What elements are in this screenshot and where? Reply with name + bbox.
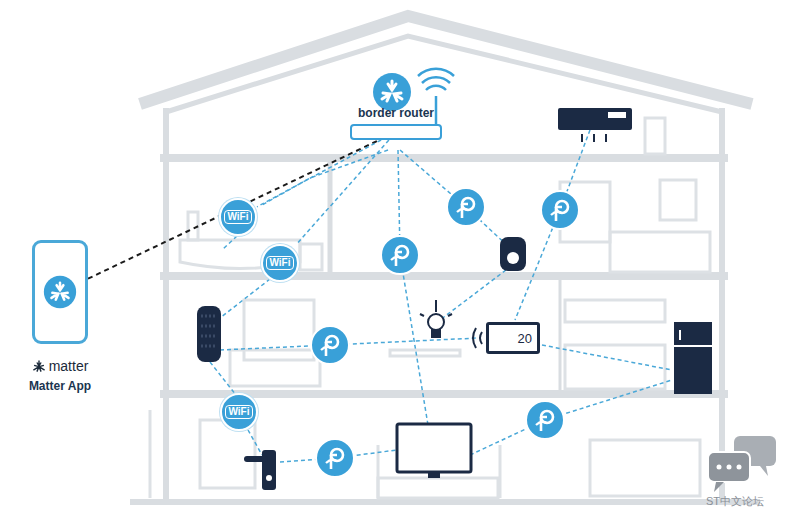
wifi-node: WiFi — [220, 393, 258, 431]
router-box — [350, 124, 442, 140]
network-link — [257, 140, 381, 207]
refrigerator — [674, 322, 712, 394]
light-bulb — [420, 300, 452, 337]
wifi-node: WiFi — [261, 244, 299, 282]
house-structure — [130, 16, 760, 502]
thermostat-waves — [473, 328, 482, 348]
network-link — [297, 140, 389, 244]
network-link — [88, 140, 379, 279]
watermark-icon — [708, 436, 776, 492]
wifi-label: WiFi — [266, 256, 293, 270]
television — [397, 424, 471, 478]
phone-node: matterMatter App — [16, 240, 104, 393]
phone-outline — [32, 240, 88, 344]
temperature: 20 — [518, 331, 532, 346]
router-label: border router — [340, 106, 452, 120]
wifi-label: WiFi — [225, 405, 252, 419]
matter-logo — [43, 275, 77, 309]
app-name: Matter App — [16, 379, 104, 393]
matter-mark — [32, 359, 46, 373]
matter-brand-row: matter — [16, 358, 104, 374]
thread-links — [210, 130, 672, 462]
router-node: border router — [340, 106, 452, 140]
thread-nodes — [311, 188, 579, 477]
smart-plug — [500, 237, 526, 271]
watermark: ST中文论坛 — [706, 494, 764, 509]
furniture — [150, 118, 710, 498]
wifi-label: WiFi — [224, 210, 251, 224]
door-lock — [244, 450, 276, 490]
wifi-node: WiFi — [219, 198, 257, 236]
router-logo — [373, 69, 454, 132]
thermo-node: 20 — [486, 322, 540, 354]
smart-speaker — [197, 306, 221, 362]
brand-name: matter — [49, 358, 89, 374]
air-conditioner — [558, 108, 632, 142]
